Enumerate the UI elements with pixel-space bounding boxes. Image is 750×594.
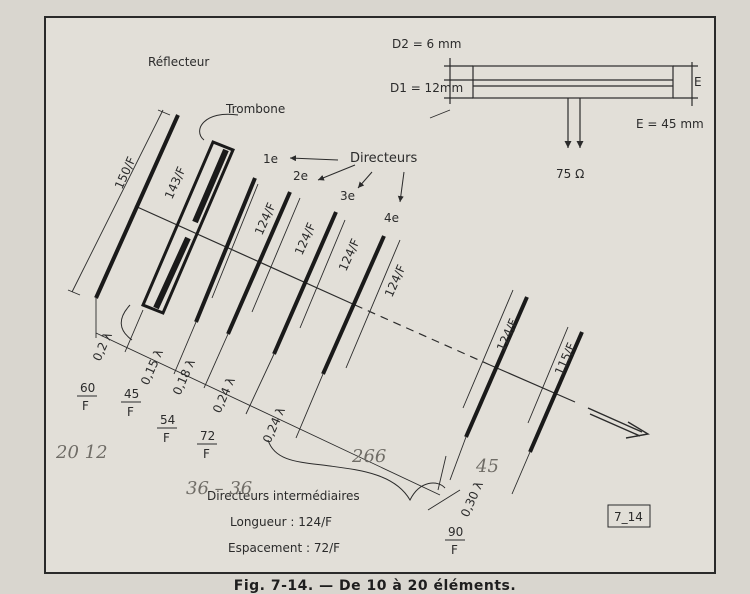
label-dir-2: 2e	[293, 169, 308, 183]
director-n	[464, 296, 529, 438]
label-d1: D1 = 12mm	[390, 81, 463, 95]
boom-line	[134, 205, 356, 306]
label-len-reflector: 150/F	[112, 155, 139, 192]
label-len-dir2: 124/F	[292, 221, 319, 258]
label-dir-1: 1e	[263, 152, 278, 166]
svg-text:60: 60	[80, 381, 95, 395]
fraction-54: 54 F	[157, 413, 177, 445]
label-len-trombone: 143/F	[162, 165, 189, 202]
ref-box	[607, 504, 651, 528]
label-sp-024b: 0,24 λ	[260, 405, 288, 445]
label-longueur: Longueur : 124/F	[230, 515, 332, 529]
directeurs-arrows	[289, 155, 405, 203]
intermediate-brace	[267, 439, 446, 502]
fraction-45: 45 F	[121, 387, 141, 419]
director-1	[194, 177, 257, 323]
label-len-dir4: 124/F	[382, 263, 409, 300]
boom-dashed	[354, 304, 491, 366]
spacing-dimensions	[95, 298, 531, 496]
label-reflecteur: Réflecteur	[148, 55, 209, 69]
label-dir-4: 4e	[384, 211, 399, 225]
label-sp-018: 0,18 λ	[170, 357, 198, 397]
svg-text:90: 90	[448, 525, 463, 539]
svg-text:F: F	[451, 543, 458, 557]
director-last	[528, 331, 584, 453]
label-len-last: 115/F	[552, 341, 579, 378]
trombone-pointer	[199, 113, 239, 141]
svg-text:45: 45	[124, 387, 139, 401]
handwriting-1: 20 12	[55, 442, 108, 463]
handwriting-4: 45	[475, 456, 499, 477]
svg-text:F: F	[163, 431, 170, 445]
fraction-90: 90 F	[445, 525, 465, 557]
direction-arrow	[587, 407, 650, 439]
reflector-element	[94, 114, 180, 299]
label-e-value: E = 45 mm	[636, 117, 704, 131]
svg-text:54: 54	[160, 413, 175, 427]
boom-end	[489, 364, 576, 403]
figure-frame	[44, 16, 716, 574]
label-sp-02: 0,2 λ	[90, 330, 115, 363]
director-3	[272, 211, 338, 355]
svg-text:F: F	[203, 447, 210, 461]
director-2	[226, 191, 292, 335]
label-dir-3: 3e	[340, 189, 355, 203]
label-intermediaires: Directeurs intermédiaires	[207, 489, 360, 503]
label-trombone: Trombone	[225, 102, 285, 116]
label-sp-024a: 0,24 λ	[210, 375, 238, 415]
svg-text:F: F	[127, 405, 134, 419]
figure-caption: Fig. 7-14. — De 10 à 20 éléments.	[233, 578, 517, 594]
label-e: E	[694, 75, 702, 89]
label-len-dirn: 124/F	[494, 317, 521, 354]
fraction-60: 60 F	[77, 381, 97, 413]
label-len-dir3: 124/F	[336, 237, 363, 274]
label-d2: D2 = 6 mm	[392, 37, 461, 51]
label-directeurs: Directeurs	[350, 151, 418, 166]
director-4	[321, 235, 386, 375]
fraction-72: 72 F	[197, 429, 217, 461]
svg-text:72: 72	[200, 429, 215, 443]
label-ref: 7_14	[614, 510, 643, 524]
handwriting-3: 266	[351, 446, 386, 467]
handwriting-2: 36 – 36	[186, 478, 252, 499]
length-dimensions	[67, 109, 569, 491]
cross-section	[444, 58, 698, 148]
label-sp-015: 0,15 λ	[138, 347, 166, 387]
label-sp-030: 0,30 λ	[458, 479, 486, 519]
label-espacement: Espacement : 72/F	[228, 541, 340, 555]
label-75-ohms: 75 Ω	[556, 167, 584, 181]
svg-text:F: F	[82, 399, 89, 413]
trombone-element	[141, 140, 235, 315]
